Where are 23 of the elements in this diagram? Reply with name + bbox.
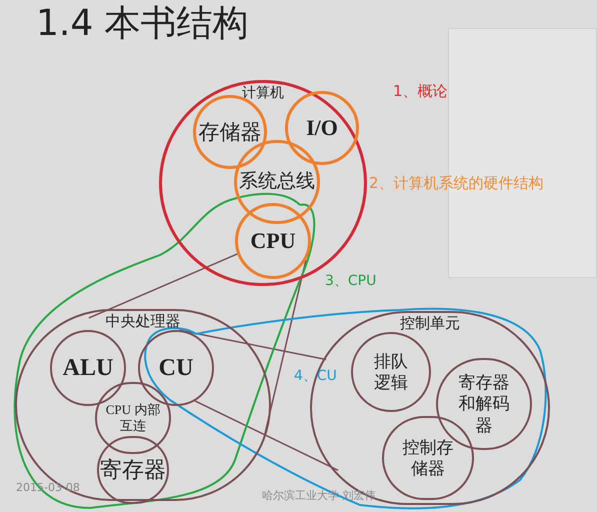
node-label: 计算机 — [242, 85, 284, 102]
annotation-text: 3、CPU — [325, 272, 376, 291]
node-label: CPU 内部互连 — [105, 402, 161, 434]
node-label: 寄存器和解码器 — [458, 372, 510, 436]
node-label: CPU — [250, 227, 296, 255]
annotation-text: 4、CU — [294, 367, 337, 386]
title: 1.4 本书结构 — [36, 6, 249, 42]
node-label: ALU — [62, 354, 114, 383]
annotation-text: 2、计算机系统的硬件结构 — [369, 173, 544, 194]
node-label: 寄存器 — [100, 456, 166, 484]
node-label: 控制单元 — [400, 315, 460, 334]
node-label: 系统总线 — [239, 170, 315, 194]
annotation-text: 1、概论 — [393, 81, 448, 102]
node-label: 存储器 — [198, 118, 262, 146]
node-label: 控制存储器 — [402, 436, 454, 480]
connector-line — [179, 329, 326, 360]
node-label: 中央处理器 — [106, 313, 180, 332]
connector-line — [88, 253, 238, 319]
node-label: 排队逻辑 — [373, 350, 409, 394]
node-label: CU — [158, 354, 194, 383]
connector-line — [194, 400, 338, 472]
node-label: I/O — [306, 114, 338, 142]
connector-line — [264, 260, 307, 435]
